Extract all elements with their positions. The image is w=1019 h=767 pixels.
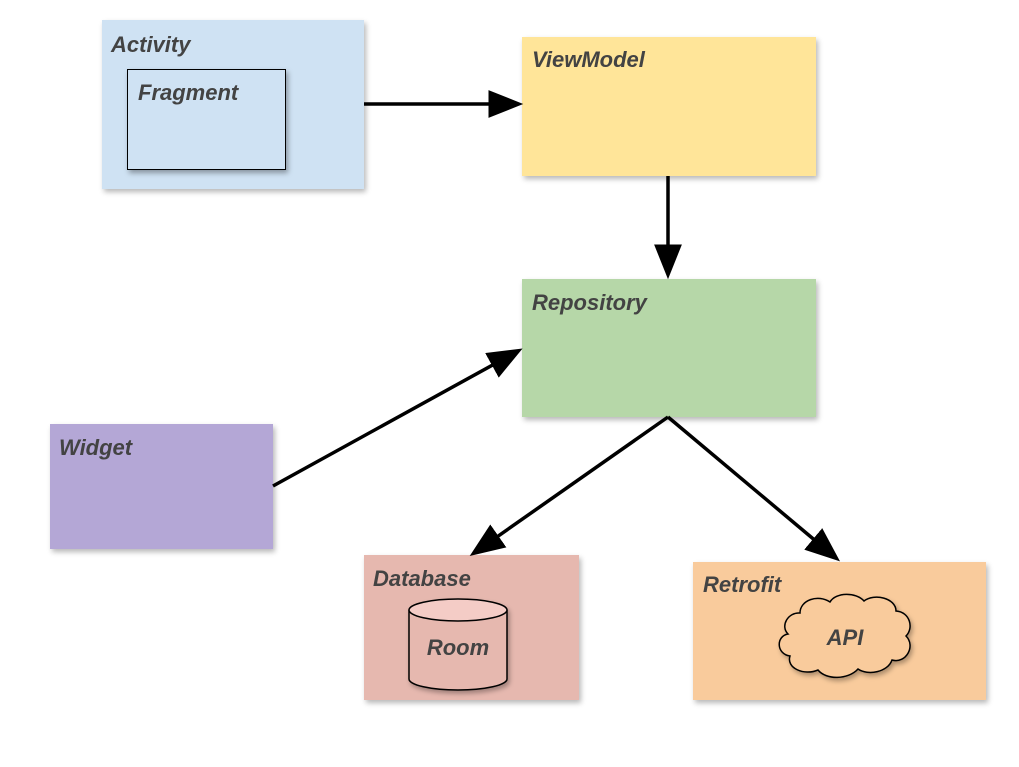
edge-widget-repository	[272, 348, 523, 488]
viewmodel-label: ViewModel	[532, 47, 645, 72]
repository-label: Repository	[532, 290, 647, 315]
database-label: Database	[373, 566, 471, 591]
database-box: Database	[364, 555, 579, 700]
widget-label: Widget	[59, 435, 133, 460]
widget-box: Widget	[50, 424, 273, 549]
activity-label: Activity	[111, 32, 191, 57]
repository-box: Repository	[522, 279, 816, 417]
retrofit-label: Retrofit	[703, 572, 782, 597]
edge-repository-retrofit	[666, 415, 841, 562]
api-label: API	[826, 625, 864, 650]
fragment-box: Fragment	[127, 69, 286, 170]
viewmodel-box: ViewModel	[522, 37, 816, 176]
room-label: Room	[426, 635, 490, 660]
fragment-label: Fragment	[138, 80, 239, 105]
edge-repository-database	[469, 415, 670, 557]
